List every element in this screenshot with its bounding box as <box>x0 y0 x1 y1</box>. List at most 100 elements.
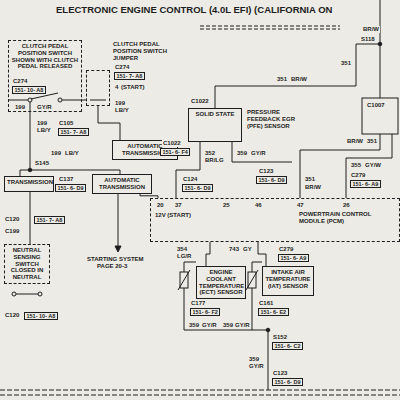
reference-tag: 151- 7- A8 <box>34 216 65 224</box>
switch-box: CLUTCH PEDAL POSITION SWITCHSHOWN WITH C… <box>8 40 82 112</box>
reference-tag: 151- 10- A8 <box>12 86 46 94</box>
switch-contact <box>58 98 62 102</box>
wire-label: C199 <box>4 228 20 235</box>
wire-label: 743 <box>228 246 240 253</box>
reference-tag: 151- 6- D9 <box>55 184 86 192</box>
wire-label: 47 <box>296 202 305 209</box>
wire-label: GY <box>242 246 253 253</box>
node-text: CLUTCH PEDAL POSITION SWITCH <box>11 43 79 57</box>
wire-label: C279 <box>350 172 366 179</box>
wire-label: BR/W <box>346 138 364 145</box>
wire-label: C137 <box>58 176 74 183</box>
transmission-box: AUTOMATIC TRANSMISSION <box>92 174 152 194</box>
wire-label: GY/R <box>201 322 218 329</box>
wire-label: C124 <box>182 176 198 183</box>
thermistor-symbol <box>178 270 190 290</box>
wire-label: GY/R <box>36 104 53 111</box>
wire-label: 352 <box>204 150 216 157</box>
reference-tag: 151- 6- F2 <box>190 308 220 316</box>
switch-contact <box>12 292 16 296</box>
wire-label: C279 <box>278 246 294 253</box>
wire-label: PAGE 20-3 <box>96 263 128 270</box>
thermistor-symbol <box>246 270 258 290</box>
arrow-head <box>115 246 121 252</box>
reference-tag: 151- 6- A9 <box>350 180 381 188</box>
reference-tag: 151- 7- A8 <box>58 128 89 136</box>
wire-label: C123 <box>258 168 274 175</box>
wire-label: BR/W <box>304 184 322 191</box>
node-text: SOLID STATE <box>191 111 239 118</box>
wire-label: GY/R <box>248 363 265 370</box>
sensor-box: ENGINE COOLANT TEMPERATURE (ECT) SENSOR <box>196 266 246 299</box>
wire-label: S152 <box>272 334 288 341</box>
switch-lever <box>16 294 38 295</box>
wire-label: 199 <box>50 150 62 157</box>
node-text: NEUTRAL SENSING SWITCH CLOSED IN NEUTRAL <box>7 247 47 281</box>
reference-tag: 151- 6- D9 <box>182 184 213 192</box>
switch-box: NEUTRAL SENSING SWITCH CLOSED IN NEUTRAL <box>4 244 50 284</box>
wire-label: 20 <box>156 202 165 209</box>
wire-label: C1022 <box>190 98 210 105</box>
node-text: AUTOMATIC TRANSMISSION <box>95 177 149 191</box>
node-text: SHOWN WITH CLUTCH PEDAL RELEASED <box>11 57 79 71</box>
connector-box <box>362 98 398 134</box>
wire-label: C120 <box>4 312 20 319</box>
wire-label: 25 <box>222 202 231 209</box>
wire-label: 351 <box>366 138 378 145</box>
wire-label: C105 <box>58 120 74 127</box>
wire <box>184 288 268 390</box>
wire-label: BR/W <box>362 26 380 33</box>
jumper-box: CLUTCH PEDAL POSITION SWITCH JUMPER <box>86 70 110 106</box>
splice-dot <box>378 42 382 46</box>
wire-label: S145 <box>34 160 50 167</box>
wire <box>215 0 380 198</box>
reference-tag: 151- 10- A8 <box>24 312 58 320</box>
reference-tag: 151- 6- A9 <box>278 254 309 262</box>
wire-label: STARTING SYSTEM <box>86 256 145 263</box>
wire-connector <box>30 192 31 244</box>
wire-label: 37 <box>174 202 183 209</box>
wire-label: 351 <box>340 60 352 67</box>
wire-label: 12V (START) <box>154 212 192 219</box>
wire-label: GY/R <box>250 150 267 157</box>
node-text: TRANSMISSION <box>7 179 51 186</box>
wire-label: C1022 <box>162 140 182 147</box>
wire <box>232 142 292 162</box>
node-text: ENGINE COOLANT TEMPERATURE (ECT) SENSOR <box>199 269 243 296</box>
wire-label: 26 <box>342 202 351 209</box>
wire-label: 359 <box>248 356 260 363</box>
wire-label: GY/W <box>364 162 382 169</box>
reference-tag: 151- 6- F4 <box>160 148 190 156</box>
transmission-box: TRANSMISSION <box>4 176 54 192</box>
wire-label: C274 <box>12 78 28 85</box>
wire-label: 4 <box>114 84 119 91</box>
wire-label: LB/Y <box>114 107 130 114</box>
wire-label: 199 <box>14 104 26 111</box>
reference-tag: 151- 6- D9 <box>256 176 287 184</box>
splice-dot <box>266 328 270 332</box>
wire-label: 354 <box>176 246 188 253</box>
sensor-box: INTAKE AIR TEMPERATURE (IAT) SENSOR <box>262 266 314 296</box>
wire-label: C177 <box>190 300 206 307</box>
module-box: POWERTRAIN CONTROL MODULE (PCM) <box>150 198 400 242</box>
wire-connector <box>206 242 210 266</box>
wire-connector <box>258 242 266 266</box>
wire-label: C1007 <box>366 102 386 109</box>
reference-tag: 151- 6- E2 <box>258 308 289 316</box>
wire-label: 351 <box>276 76 288 83</box>
reference-tag: 151- 6- C2 <box>272 342 303 350</box>
switch-contact <box>38 292 42 296</box>
reference-tag: 151- 7- A8 <box>114 72 145 80</box>
node-heading: PRESSURE FEEDBACK EGR (PFE) SENSOR <box>247 109 309 129</box>
shield-line <box>200 26 340 29</box>
wire-label: 351 <box>304 176 316 183</box>
splice-dot <box>28 168 32 172</box>
wire-label: 359 <box>188 322 200 329</box>
wire-label: C123 <box>272 370 288 377</box>
node-text: POWERTRAIN CONTROL MODULE (PCM) <box>299 211 397 225</box>
wire-label: 359 <box>222 322 234 329</box>
wire-label: (START) <box>120 84 146 91</box>
wire-label: 199 <box>114 100 126 107</box>
shield-line <box>0 390 400 395</box>
